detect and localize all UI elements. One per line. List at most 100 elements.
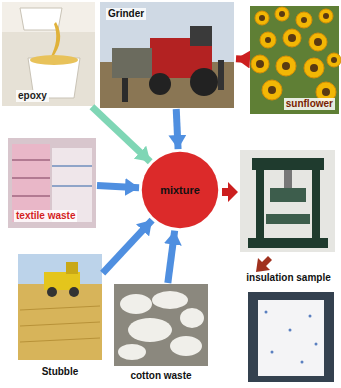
- process-arrow: [222, 182, 238, 202]
- textile-photo: [52, 185, 92, 187]
- photo-node: epoxy: [2, 2, 95, 106]
- cotton-photo: [118, 291, 204, 360]
- sunflower-photo: [256, 60, 264, 68]
- sunflower-photo: [282, 62, 290, 70]
- sunflower-photo: [256, 11, 337, 96]
- grinder-photo: [112, 48, 152, 78]
- sample-photo: [301, 361, 304, 364]
- cotton-photo: [152, 291, 188, 309]
- node-label: epoxy: [16, 90, 49, 102]
- textile-photo: [52, 166, 92, 186]
- cotton-photo: [128, 318, 172, 342]
- circle-outline: [142, 152, 218, 228]
- press-photo: [284, 170, 292, 188]
- sunflower-photo: [255, 11, 269, 25]
- stubble-photo: [20, 322, 100, 326]
- sample-photo: [309, 315, 312, 318]
- stubble-photo: [18, 254, 102, 360]
- sample-photo: [289, 329, 292, 332]
- epoxy-photo: [2, 2, 95, 106]
- sunflower-photo: [262, 80, 282, 100]
- cotton-photo: [114, 284, 208, 366]
- grinder-photo: [149, 73, 171, 95]
- sunflower-photo: [304, 58, 324, 78]
- flow-arrow: [176, 109, 178, 149]
- sunflower-photo: [322, 88, 330, 96]
- node-label: Stubble: [40, 366, 81, 378]
- photo-node: sunflower: [250, 6, 339, 114]
- sunflower-photo: [288, 34, 296, 42]
- press-photo: [256, 170, 264, 240]
- stubble-photo: [47, 287, 57, 297]
- mixture-circle: mixture: [141, 151, 219, 229]
- sunflower-photo: [331, 57, 337, 63]
- stubble-photo: [69, 287, 79, 297]
- press-photo: [240, 150, 335, 252]
- sunflower-photo: [310, 64, 318, 72]
- sunflower-photo: [327, 53, 341, 67]
- photo-node: textile waste: [8, 138, 96, 228]
- node-label: sunflower: [284, 98, 335, 110]
- process-arrow: [222, 182, 272, 272]
- node-label: Grinder: [106, 8, 146, 20]
- flow-arrow: [103, 220, 152, 273]
- grinder-photo: [190, 68, 218, 96]
- cotton-photo: [170, 336, 202, 356]
- textile-photo: [8, 138, 96, 228]
- sunflower-photo: [268, 86, 276, 94]
- sunflower-photo: [260, 32, 276, 48]
- cotton-photo: [114, 284, 208, 366]
- press-photo: [270, 188, 306, 202]
- sunflower-photo: [279, 11, 285, 17]
- flow-arrow: [236, 55, 249, 63]
- flow-arrow: [97, 185, 139, 187]
- sunflower-photo: [301, 17, 307, 23]
- press-photo: [312, 170, 320, 240]
- stubble-photo: [20, 306, 100, 310]
- epoxy-photo: [30, 55, 78, 65]
- textile-photo: [12, 160, 50, 196]
- sunflower-photo: [276, 56, 296, 76]
- grinder-photo: [100, 2, 234, 108]
- photo-node: Grinder: [100, 2, 234, 108]
- flow-arrow: [168, 231, 175, 283]
- sunflower-photo: [251, 7, 341, 102]
- sample-photo: [248, 292, 334, 382]
- node-label: cotton waste: [128, 370, 193, 382]
- press-photo: [240, 150, 335, 252]
- stubble-photo: [20, 338, 100, 342]
- press-photo: [252, 158, 324, 170]
- photo-node: insulation sample: [238, 268, 339, 384]
- sunflower-photo: [251, 55, 269, 73]
- stubble-photo: [20, 306, 100, 342]
- grinder-photo: [190, 26, 212, 46]
- stubble-photo: [66, 262, 78, 274]
- node-label: textile waste: [14, 210, 77, 222]
- sample-photo: [265, 311, 318, 364]
- sunflower-photo: [296, 12, 312, 28]
- stubble-photo: [18, 254, 102, 360]
- sunflower-photo: [265, 37, 271, 43]
- grinder-photo: [122, 78, 128, 102]
- sunflower-photo: [309, 33, 327, 51]
- textile-photo: [12, 159, 50, 161]
- sunflower-photo: [314, 38, 322, 46]
- epoxy-photo: [2, 2, 95, 106]
- sample-photo: [265, 311, 268, 314]
- textile-photo: [52, 165, 92, 167]
- sunflower-photo: [250, 6, 339, 114]
- sample-photo: [271, 351, 274, 354]
- sunflower-photo: [250, 6, 341, 114]
- textile-photo: [12, 177, 50, 179]
- epoxy-photo: [50, 22, 60, 58]
- grinder-photo: [100, 2, 234, 108]
- sunflower-photo: [323, 13, 329, 19]
- sample-photo: [248, 292, 334, 382]
- flow-arrow: [92, 107, 150, 162]
- cotton-photo: [180, 308, 204, 328]
- process-arrow: [256, 256, 272, 272]
- textile-photo: [8, 138, 96, 228]
- press-photo: [266, 214, 310, 224]
- textile-photo: [12, 195, 50, 197]
